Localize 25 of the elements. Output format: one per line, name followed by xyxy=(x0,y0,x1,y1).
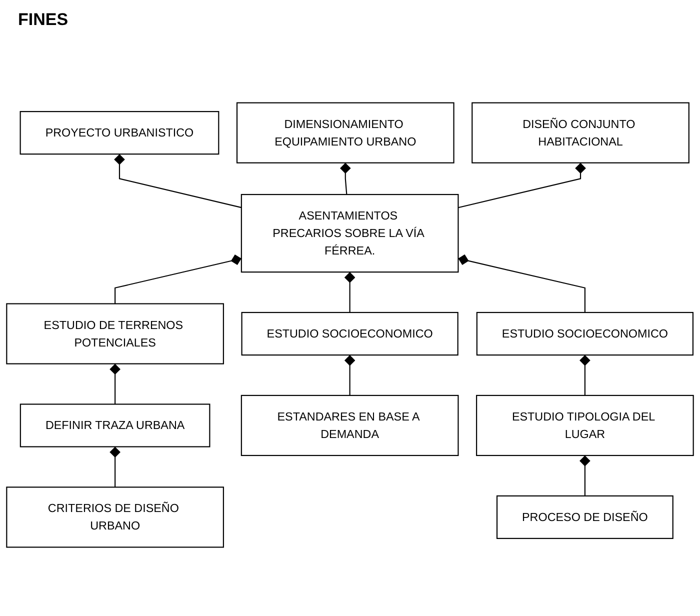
node-box xyxy=(472,102,690,164)
node-box xyxy=(6,486,224,548)
node-box xyxy=(20,111,220,155)
node-box xyxy=(476,312,694,356)
diamond-connector xyxy=(114,154,242,208)
node-box xyxy=(476,394,694,456)
node-box xyxy=(240,194,459,273)
diamond-connector xyxy=(340,162,351,195)
node-box xyxy=(241,312,458,356)
node-box xyxy=(6,303,224,364)
diamond-connector xyxy=(580,355,590,396)
diamond-connector xyxy=(110,446,120,488)
diamond-connector xyxy=(580,455,590,496)
diamond-connector xyxy=(110,364,120,404)
node-box xyxy=(240,394,459,456)
diamond-connector xyxy=(114,254,242,304)
node-box xyxy=(20,404,210,448)
diagram-title: FINES xyxy=(18,10,68,30)
node-box xyxy=(496,495,674,539)
diagram: PROYECTO URBANISTICO DIMENSIONAMIENTO EQUIPAMIENTO URBANO DISEÑO CONJUNTO HABITACIONAL ASENTAMIENTOS PRECARIOS SOBRE LA VÍA FÉRREA. ESTUDIO DE TERRENOS POTENCIALES DEFINIR TRAZA URBANA CRITERIOS DE DISEÑO URBANO ESTUDIO SOCIOECONOMICO ESTANDARES EN BASE A DEMANDA ESTUDIO SOCIOECONOMICO ESTUDIO TIPOLOGIA DEL LUGAR PROCESO DE DISEÑO xyxy=(0,40,700,610)
diamond-connector xyxy=(458,254,586,312)
diamond-connector xyxy=(344,272,356,312)
diamond-connector xyxy=(458,162,586,208)
diamond-connector xyxy=(344,355,356,396)
node-box xyxy=(236,102,454,164)
